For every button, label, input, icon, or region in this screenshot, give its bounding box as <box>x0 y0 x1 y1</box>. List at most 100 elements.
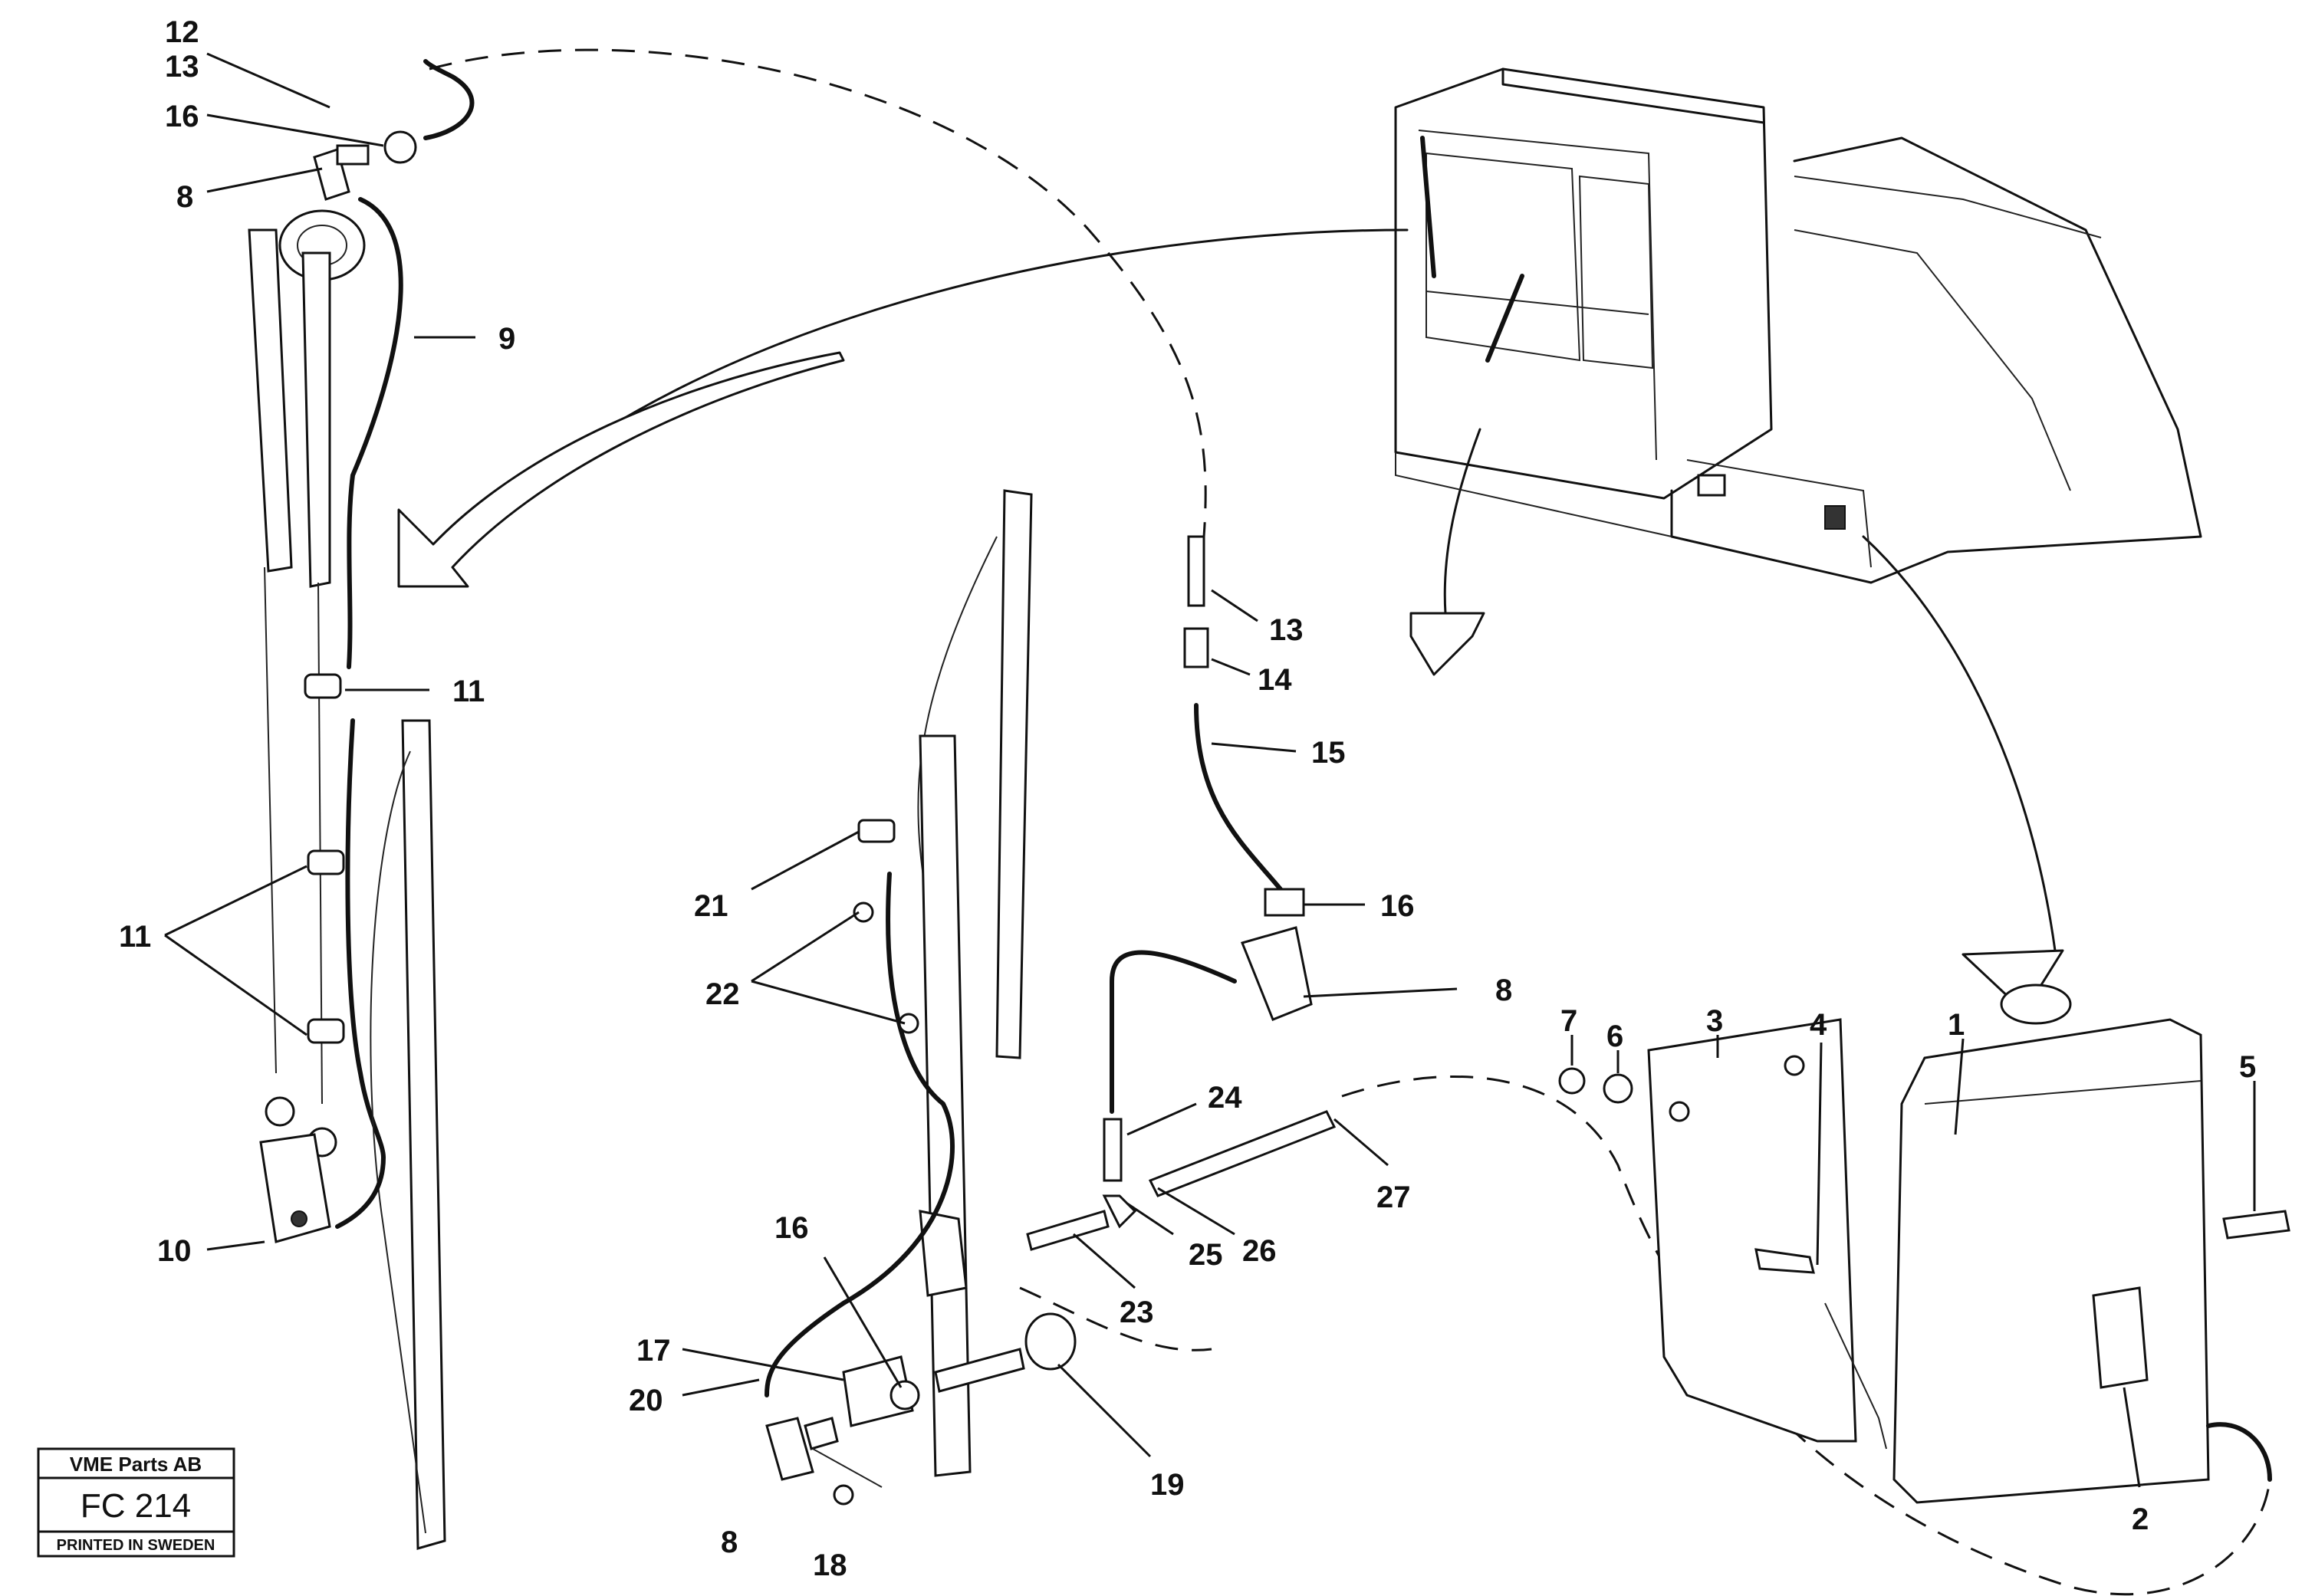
leader-lines <box>164 52 2256 1488</box>
hose-lower-left <box>345 718 386 1160</box>
hose-to-24 <box>1110 950 1237 1114</box>
arrow-down-head <box>1409 612 1485 676</box>
center-wiper-assembly <box>765 489 1077 1506</box>
arrow-to-reservoir-head <box>1962 949 2064 1013</box>
door-handle <box>1697 474 1726 497</box>
grommet-19 <box>1024 1312 1077 1371</box>
hose-clip-11-c <box>307 1018 345 1044</box>
callout-16-center: 16 <box>1380 889 1415 923</box>
leader-23 <box>1073 1233 1136 1289</box>
callout-24: 24 <box>1208 1081 1242 1115</box>
callout-5: 5 <box>2239 1050 2256 1084</box>
cab-window-1 <box>1426 152 1581 362</box>
leader-8b <box>1303 987 1458 998</box>
hose-20 <box>765 872 955 1397</box>
leader-10 <box>206 1240 265 1251</box>
cab-lower-wiper <box>1485 274 1524 363</box>
engine-top-line <box>1794 176 2102 238</box>
callout-10: 10 <box>157 1234 192 1268</box>
callout-22: 22 <box>705 977 740 1011</box>
title-block-code: FC 214 <box>81 1487 191 1525</box>
callout-12: 12 <box>165 15 199 49</box>
wiper-arm-rod-1 <box>264 566 277 1074</box>
leader-2 <box>2123 1387 2141 1488</box>
reservoir-assembly <box>1558 984 2290 1504</box>
screw-18 <box>833 1484 854 1506</box>
hose-12 <box>423 59 475 140</box>
reservoir-shoulder <box>1924 1080 2202 1105</box>
hose-15 <box>1194 703 1283 892</box>
leader-16c <box>823 1256 903 1388</box>
reservoir-cap <box>2000 984 2072 1025</box>
clip-22-b <box>898 1013 919 1034</box>
callout-23: 23 <box>1120 1296 1154 1329</box>
leader-15 <box>1211 742 1297 753</box>
callout-16-lower: 16 <box>774 1211 809 1245</box>
arrow-to-reservoir-line <box>1862 535 2057 952</box>
nut-7 <box>1558 1067 1586 1095</box>
leader-14 <box>1211 658 1251 676</box>
callout-17: 17 <box>636 1334 671 1368</box>
center-hose-chain <box>1026 535 1337 1251</box>
callout-25: 25 <box>1189 1238 1223 1272</box>
leader-27 <box>1333 1118 1389 1167</box>
spindle <box>934 1348 1025 1393</box>
leader-1 <box>1954 1038 1965 1135</box>
leader-20 <box>682 1378 760 1397</box>
hose-26-27 <box>1148 1110 1337 1197</box>
connector-14 <box>1183 627 1209 668</box>
leader-4 <box>1816 1042 1823 1266</box>
wiper-arm-1 <box>248 228 293 573</box>
nut-16-center <box>1264 888 1305 917</box>
leader-11b-2 <box>164 934 307 1036</box>
wiper-blade-left <box>401 719 446 1550</box>
arrow-to-front-wiper-line <box>451 228 1409 553</box>
bolt-4 <box>1754 1248 1815 1274</box>
hose-clip-11-b <box>307 849 345 875</box>
left-wiper-assembly <box>248 59 475 1550</box>
callout-16-top: 16 <box>165 100 199 133</box>
callout-14: 14 <box>1258 663 1292 697</box>
hose-13-center <box>1187 535 1205 607</box>
callout-27: 27 <box>1376 1181 1411 1214</box>
leader-21 <box>751 830 860 891</box>
cab-window-2 <box>1578 175 1654 369</box>
callout-26: 26 <box>1242 1234 1277 1268</box>
callout-4: 4 <box>1810 1008 1827 1042</box>
leader-24 <box>1126 1102 1197 1136</box>
bracket-foot <box>1824 1302 1887 1450</box>
title-block: VME Parts AB FC 214 PRINTED IN SWEDEN <box>37 1447 235 1558</box>
nut-16-top <box>383 130 417 164</box>
leader-8a <box>206 167 323 193</box>
leader-17 <box>682 1348 844 1381</box>
door-panel <box>1686 459 1872 568</box>
machine-cab <box>1394 67 2202 584</box>
curved-arrows <box>397 228 2064 1013</box>
leader-13b <box>1211 589 1258 622</box>
leader-12 <box>206 52 330 109</box>
callout-21: 21 <box>694 889 728 923</box>
leader-22-2 <box>751 980 906 1025</box>
cab-roof-line <box>1501 67 1765 124</box>
callout-labels: 12 13 16 8 9 11 11 10 13 14 15 16 8 21 2… <box>119 15 2256 1582</box>
title-block-printed: PRINTED IN SWEDEN <box>57 1537 215 1554</box>
nut-16-lower <box>889 1380 920 1410</box>
bracket-17 <box>842 1355 914 1427</box>
wiper-blade-center <box>995 489 1033 1059</box>
leader-26 <box>1157 1187 1235 1236</box>
callout-18: 18 <box>813 1548 847 1582</box>
bracket-hole-2 <box>1784 1055 1805 1076</box>
fitting-stem <box>336 144 370 166</box>
callout-7: 7 <box>1560 1004 1577 1038</box>
cab-front-frame <box>1418 130 1657 461</box>
nozzle-hose <box>335 1155 386 1229</box>
callout-9: 9 <box>498 322 515 356</box>
nozzle-outlet <box>291 1210 307 1227</box>
callout-3: 3 <box>1706 1004 1723 1038</box>
wiper-arm-2 <box>301 251 331 588</box>
hose-clip-11-a <box>304 673 342 699</box>
title-block-frame <box>37 1447 235 1558</box>
washer-nozzle-10 <box>259 1133 331 1243</box>
callout-8-center: 8 <box>1495 974 1512 1007</box>
